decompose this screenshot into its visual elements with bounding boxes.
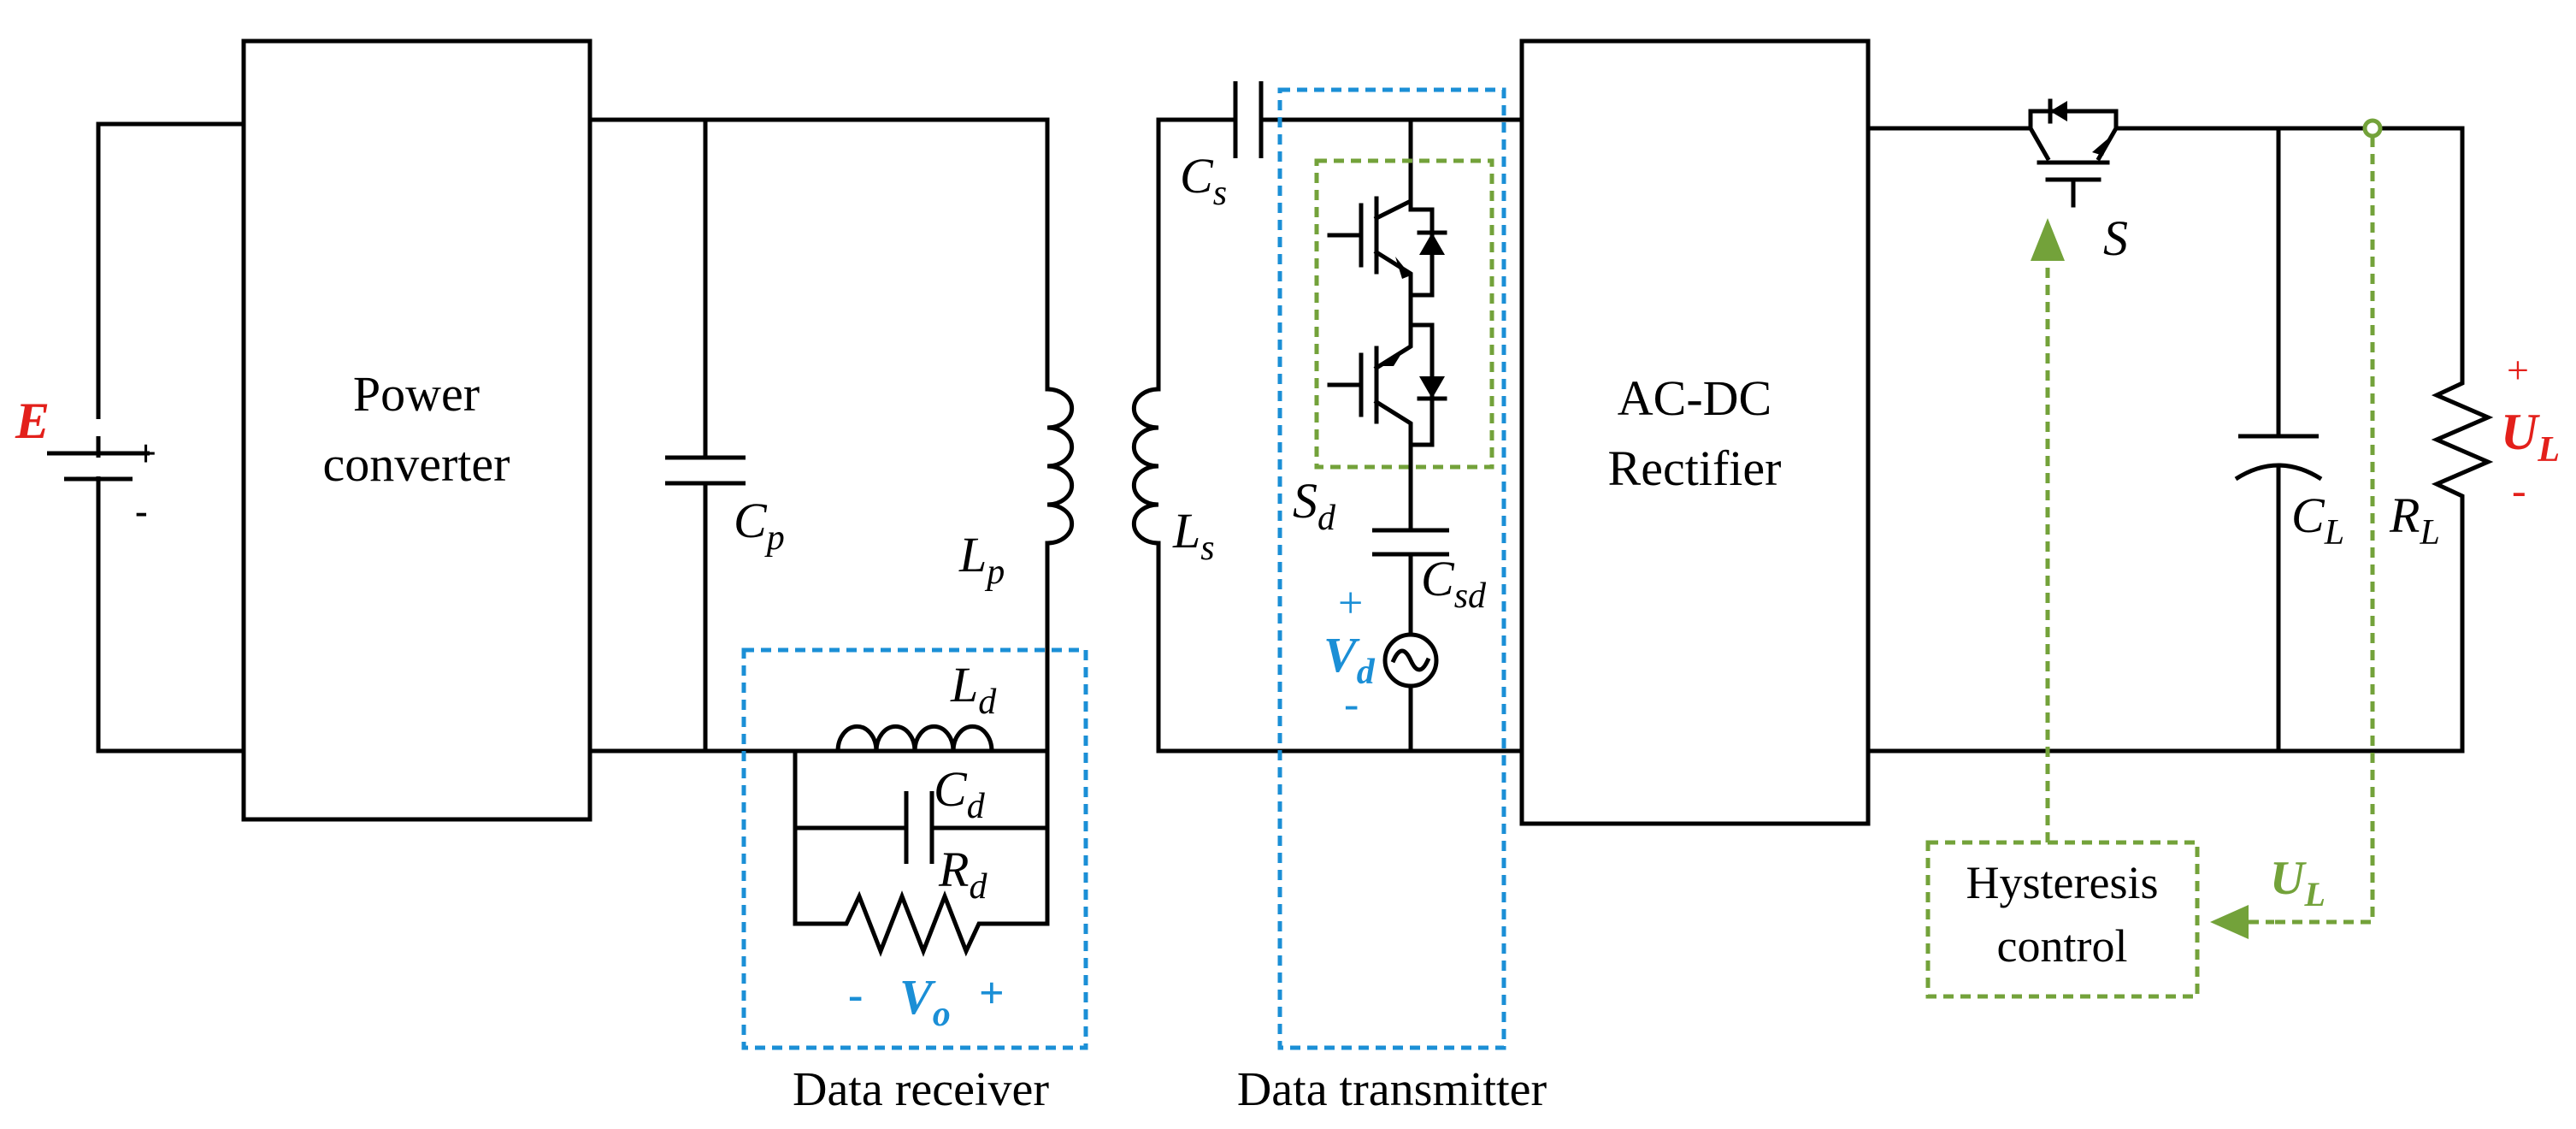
vo-plus: + [979, 969, 1005, 1018]
transmitter-caption: Data transmitter [1237, 1063, 1547, 1116]
rd-label: Rd [938, 842, 987, 907]
hysteresis-control: Hysteresis control UL [1925, 118, 2383, 999]
ul-feedback-label: UL [2270, 852, 2325, 913]
output-switch: S [2027, 98, 2128, 266]
vd-label: Vd [1323, 627, 1376, 692]
receiver-box [741, 647, 1088, 1050]
power-converter-line2: converter [323, 436, 510, 492]
sd-lower-igbt [1327, 322, 1447, 447]
rectifier-line2: Rectifier [1608, 440, 1782, 496]
switch-box [1314, 158, 1494, 470]
vd-plus: + [1338, 579, 1363, 628]
source-label: E [15, 393, 50, 449]
ul-plus: + [2507, 348, 2529, 392]
hysteresis-line2: control [1997, 920, 2128, 972]
sd-upper-igbt [1327, 196, 1447, 298]
hysteresis-line1: Hysteresis [1966, 857, 2159, 908]
lp-label: Lp [958, 527, 1005, 592]
vo-label: Vo [899, 969, 951, 1034]
power-converter-line1: Power [353, 366, 480, 422]
rectifier-line1: AC-DC [1618, 370, 1771, 426]
source-plus: + [135, 433, 156, 475]
ul-minus: - [2512, 466, 2526, 514]
vd-minus: - [1344, 680, 1359, 729]
data-transmitter: Sd Csd + Vd - Data transmitter [1237, 87, 1547, 1116]
rectifier-block: AC-DC Rectifier [1519, 38, 1871, 826]
cs-label: Cs [1180, 148, 1227, 213]
primary-circuit: Cp Lp [587, 117, 1075, 754]
ul-out-label: UL [2501, 404, 2560, 470]
ls-label: Ls [1172, 503, 1215, 568]
output-stage: S CL RL + UL - [1866, 98, 2560, 754]
receiver-caption: Data receiver [793, 1063, 1049, 1116]
sense-node [2362, 118, 2383, 139]
vo-minus: - [848, 971, 863, 1020]
data-receiver: Ld Cd Rd - Vo + Data receiver [741, 647, 1088, 1116]
power-converter-block: Power converter [241, 38, 592, 822]
sd-label: Sd [1293, 473, 1336, 538]
dc-source: + - E [15, 121, 246, 754]
s-label: S [2103, 210, 2128, 266]
gate-arrow [2031, 218, 2065, 261]
hysteresis-box [1925, 840, 2200, 999]
source-minus: - [135, 490, 148, 532]
transmitter-box [1277, 87, 1506, 1050]
feedback-arrow [2210, 905, 2249, 939]
rl-label: RL [2389, 488, 2440, 553]
cd-label: Cd [934, 761, 986, 826]
csd-label: Csd [1421, 551, 1487, 616]
cp-label: Cp [734, 493, 785, 558]
cl-label: CL [2291, 488, 2344, 553]
secondary-coil: Ls Cs [1131, 81, 1524, 754]
ld-label: Ld [950, 657, 997, 722]
